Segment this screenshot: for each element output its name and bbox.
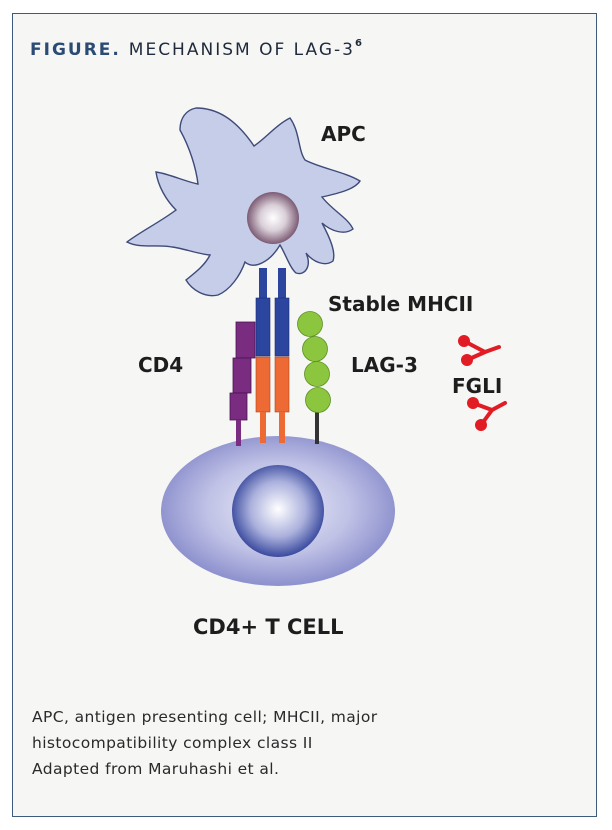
figure-caption: APC, antigen presenting cell; MHCII, maj… xyxy=(32,704,572,782)
fgl1-ligand-upper xyxy=(458,335,501,366)
fgl1-ligand-lower xyxy=(467,397,507,431)
apc-nucleus xyxy=(247,192,299,244)
caption-line: histocompatibility complex class II xyxy=(32,734,313,752)
caption-line: Adapted from Maruhashi et al. xyxy=(32,760,280,778)
lag3-receptor xyxy=(297,311,331,444)
figure-panel xyxy=(12,13,597,817)
stable-mhcii-label: Stable MHCII xyxy=(328,292,473,316)
t-cell-label: CD4+ T CELL xyxy=(193,615,344,639)
lag3-label: LAG-3 xyxy=(351,353,418,377)
apc-label: APC xyxy=(321,122,366,146)
apc-cell xyxy=(125,107,361,297)
caption-line: APC, antigen presenting cell; MHCII, maj… xyxy=(32,708,378,726)
figure-title-reference: 6 xyxy=(354,38,362,49)
figure-title: FIGURE. MECHANISM OF LAG-36 xyxy=(30,38,362,60)
mhcii-molecule xyxy=(255,268,290,357)
cd4-receptor xyxy=(229,321,256,446)
figure-title-text: MECHANISM OF LAG-3 xyxy=(128,40,355,60)
cd4-label: CD4 xyxy=(138,353,183,377)
fgl1-label: FGLI xyxy=(452,374,502,398)
figure-label: FIGURE. xyxy=(30,40,121,60)
tcr-molecule xyxy=(255,356,290,443)
t-cell-nucleus xyxy=(232,465,324,557)
